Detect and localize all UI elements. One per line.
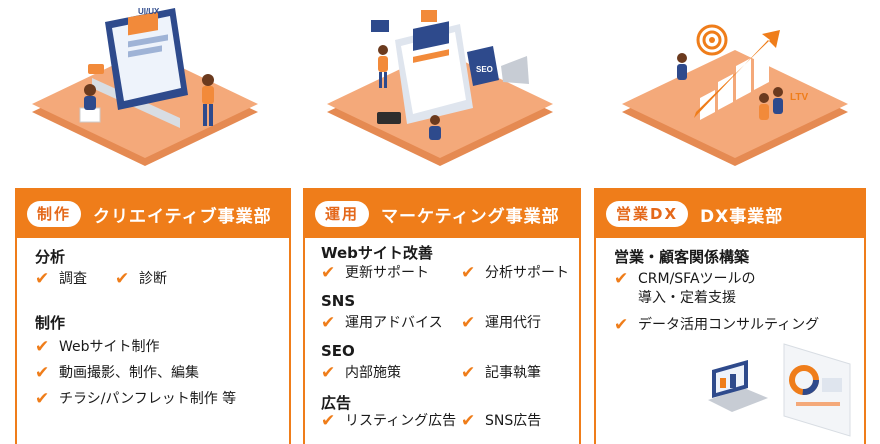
check-icon: ✔ <box>115 269 130 289</box>
check-icon: ✔ <box>321 411 336 431</box>
check-icon: ✔ <box>321 313 336 333</box>
section-heading: SNS <box>321 292 356 310</box>
check-icon: ✔ <box>321 363 336 383</box>
check-icon: ✔ <box>35 337 50 357</box>
department-title: クリエイティブ事業部 <box>93 206 272 227</box>
card-header: 運用 マーケティング事業部 <box>305 190 579 238</box>
check-icon: ✔ <box>35 269 50 289</box>
creative-card: 制作 クリエイティブ事業部 分析 ✔調査 ✔診断 制作 ✔Webサイト制作 ✔動… <box>15 188 291 444</box>
uiux-label: UI/UX <box>138 7 160 16</box>
service-item: ✔記事執筆 <box>461 363 541 383</box>
dx-card: 営業DX DX事業部 営業・顧客関係構築 ✔CRM/SFAツールの 導入・定着支… <box>594 188 866 444</box>
growth-arrow <box>694 30 780 118</box>
service-item: ✔チラシ/パンフレット制作 等 <box>35 389 237 409</box>
section-heading: 広告 <box>321 394 352 412</box>
service-item: ✔運用アドバイス <box>321 313 443 333</box>
category-badge: 制作 <box>27 201 82 227</box>
service-item: ✔調査 <box>35 269 87 289</box>
service-item: ✔データ活用コンサルティング <box>614 315 820 335</box>
service-item: ✔リスティング広告 <box>321 411 457 431</box>
category-badge: 営業DX <box>606 201 689 227</box>
dx-scene: LTV <box>622 24 848 166</box>
service-item: ✔CRM/SFAツールの 導入・定着支援 <box>614 269 756 306</box>
marketing-card: 運用 マーケティング事業部 Webサイト改善 ✔更新サポート ✔分析サポート S… <box>303 188 581 444</box>
section-heading: Webサイト改善 <box>321 244 433 262</box>
check-icon: ✔ <box>614 315 629 335</box>
check-icon: ✔ <box>35 389 50 409</box>
check-icon: ✔ <box>614 269 629 289</box>
ltv-label: LTV <box>790 92 808 103</box>
illustration-creative: UI/UX <box>0 0 290 178</box>
category-badge: 運用 <box>315 201 370 227</box>
department-title: DX事業部 <box>700 206 784 227</box>
laptop-dashboard-image <box>708 343 851 437</box>
seo-label: SEO <box>476 65 493 74</box>
card-header: 営業DX DX事業部 <box>596 190 864 238</box>
illustration-dx: LTV <box>590 0 880 178</box>
section-heading: 制作 <box>35 314 66 332</box>
creative-scene: UI/UX <box>32 7 258 166</box>
check-icon: ✔ <box>461 363 476 383</box>
department-title: マーケティング事業部 <box>381 206 560 227</box>
section-heading: 分析 <box>35 248 66 266</box>
marketing-scene: SEO <box>327 10 553 166</box>
service-item: ✔内部施策 <box>321 363 401 383</box>
service-item: ✔診断 <box>115 269 167 289</box>
section-heading: SEO <box>321 342 355 360</box>
check-icon: ✔ <box>461 263 476 283</box>
section-heading: 営業・顧客関係構築 <box>614 248 750 266</box>
check-icon: ✔ <box>35 363 50 383</box>
illustration-marketing: SEO <box>295 0 585 178</box>
service-item: ✔動画撮影、制作、編集 <box>35 363 199 383</box>
card-header: 制作 クリエイティブ事業部 <box>17 190 289 238</box>
service-item: ✔分析サポート <box>461 263 569 283</box>
service-item: ✔Webサイト制作 <box>35 337 160 357</box>
service-item: ✔SNS広告 <box>461 411 542 431</box>
check-icon: ✔ <box>461 411 476 431</box>
service-item: ✔更新サポート <box>321 263 429 283</box>
check-icon: ✔ <box>461 313 476 333</box>
service-item: ✔運用代行 <box>461 313 541 333</box>
check-icon: ✔ <box>321 263 336 283</box>
